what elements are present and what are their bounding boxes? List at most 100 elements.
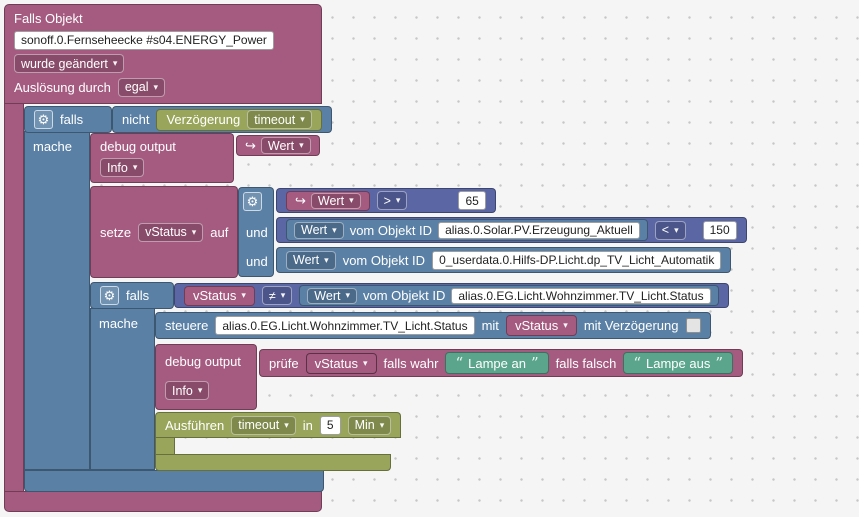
logic-not-block[interactable]: nicht Verzögerung timeout ▾ bbox=[112, 106, 332, 133]
trigger-value-dropdown[interactable]: Wert ▾ bbox=[260, 137, 311, 154]
attribute-dropdown[interactable]: Wert ▾ bbox=[286, 250, 336, 270]
variable-name: vStatus bbox=[314, 355, 358, 371]
unit-value: Min bbox=[354, 418, 375, 432]
number-field[interactable]: 5 bbox=[319, 415, 341, 435]
falls-falsch-label: falls falsch bbox=[555, 355, 617, 371]
outer-if-falls-label: falls bbox=[60, 112, 84, 127]
falls-wahr-label: falls wahr bbox=[383, 355, 439, 371]
set-variable-name: vStatus bbox=[145, 225, 187, 239]
and-label: und bbox=[246, 254, 268, 269]
pruefe-label: prüfe bbox=[269, 355, 299, 371]
outer-if-bottom[interactable] bbox=[24, 470, 324, 492]
mutator-gear-icon[interactable]: ⚙ bbox=[243, 192, 262, 211]
trigger-condition-dropdown[interactable]: egal ▾ bbox=[117, 77, 166, 97]
operator-dropdown[interactable]: > ▾ bbox=[376, 191, 408, 210]
dropdown-arrow-icon: ▾ bbox=[280, 290, 286, 300]
trigger-block-spine[interactable] bbox=[4, 103, 24, 492]
dropdown-arrow-icon: ▾ bbox=[241, 290, 246, 300]
dropdown-arrow-icon: ▾ bbox=[284, 419, 289, 430]
object-id-field[interactable]: alias.0.Solar.PV.Erzeugung_Aktuell bbox=[438, 221, 640, 239]
dropdown-arrow-icon: ▾ bbox=[299, 140, 304, 150]
trigger-value-arrow-icon: ↪ bbox=[295, 192, 306, 208]
trigger-value-dropdown[interactable]: Wert ▾ bbox=[310, 192, 361, 209]
dropdown-arrow-icon: ▾ bbox=[363, 357, 368, 368]
object-id-field[interactable]: 0_userdata.0.Hilfs-DP.Licht.dp_TV_Licht_… bbox=[432, 250, 722, 270]
trigger-block-header[interactable]: Falls Objekt sonoff.0.Fernseheecke #s04.… bbox=[4, 4, 322, 104]
variable-name: vStatus bbox=[193, 288, 237, 303]
logic-and-block[interactable]: ⚙ und und bbox=[238, 187, 274, 277]
inner-if-falls-label: falls bbox=[126, 288, 150, 303]
log-level-dropdown[interactable]: Info ▾ bbox=[165, 381, 210, 400]
attribute-value: Wert bbox=[301, 223, 328, 237]
operator-value: > bbox=[383, 193, 391, 208]
object-value-getter-block[interactable]: Wert ▾ vom Objekt ID 0_userdata.0.Hilfs-… bbox=[276, 247, 732, 273]
delay-timer-dropdown[interactable]: timeout ▾ bbox=[247, 110, 312, 129]
attribute-dropdown[interactable]: Wert ▾ bbox=[307, 287, 357, 304]
text-value[interactable]: Lampe an bbox=[468, 355, 526, 371]
outer-if-mache-label: mache bbox=[33, 139, 73, 154]
trigger-object-id-field[interactable]: sonoff.0.Fernseheecke #s04.ENERGY_Power bbox=[14, 30, 274, 50]
debug-output-block-2[interactable]: debug output Info ▾ bbox=[155, 344, 257, 410]
dropdown-arrow-icon: ▾ bbox=[395, 195, 401, 205]
mutator-gear-icon[interactable]: ⚙ bbox=[34, 110, 53, 129]
mit-label: mit bbox=[481, 318, 499, 333]
dropdown-arrow-icon: ▾ bbox=[349, 195, 354, 205]
and-label: und bbox=[246, 225, 268, 240]
set-variable-block[interactable]: setze vStatus ▾ auf bbox=[90, 186, 238, 278]
compare-block-1[interactable]: ↪ Wert ▾ > ▾ 65 bbox=[276, 188, 496, 213]
object-id-field[interactable]: alias.0.EG.Licht.Wohnzimmer.TV_Licht.Sta… bbox=[451, 287, 711, 304]
object-value-getter-block[interactable]: Wert ▾ vom Objekt ID alias.0.EG.Licht.Wo… bbox=[299, 285, 719, 306]
compare-block-2[interactable]: Wert ▾ vom Objekt ID alias.0.Solar.PV.Er… bbox=[276, 217, 747, 243]
inner-if-header[interactable]: ⚙ falls bbox=[90, 282, 174, 309]
delay-exists-block[interactable]: Verzögerung timeout ▾ bbox=[156, 108, 322, 131]
timeout-exec-header[interactable]: Ausführen timeout ▾ in 5 Min ▾ bbox=[155, 412, 402, 438]
timeout-block-bottom[interactable] bbox=[155, 454, 391, 471]
log-level-value: Info bbox=[172, 383, 193, 398]
trigger-condition-value: egal bbox=[124, 80, 149, 95]
inner-if-spine[interactable]: mache bbox=[90, 308, 155, 470]
variable-get-block[interactable]: vStatus ▾ bbox=[184, 285, 255, 306]
operator-dropdown[interactable]: ≠ ▾ bbox=[261, 286, 293, 305]
operator-value: ≠ bbox=[268, 288, 276, 303]
dropdown-arrow-icon: ▾ bbox=[674, 224, 679, 235]
attribute-value: Wert bbox=[314, 288, 341, 303]
compare-block-3[interactable]: vStatus ▾ ≠ ▾ Wert ▾ vom Objekt ID alias… bbox=[174, 283, 729, 308]
variable-get-block[interactable]: vStatus ▾ bbox=[505, 315, 577, 336]
object-value-getter-block[interactable]: Wert ▾ vom Objekt ID alias.0.Solar.PV.Er… bbox=[286, 219, 648, 241]
outer-if-spine[interactable]: mache bbox=[24, 131, 90, 470]
trigger-value-arrow-icon: ↪ bbox=[245, 137, 256, 153]
outer-if-header[interactable]: ⚙ falls bbox=[24, 106, 112, 133]
attribute-dropdown[interactable]: Wert ▾ bbox=[294, 221, 344, 239]
ternary-block[interactable]: prüfe vStatus ▾ falls wahr “ Lampe an ” … bbox=[259, 349, 743, 377]
debug-output-block-1[interactable]: debug output Info ▾ bbox=[90, 133, 234, 183]
timeout-name-value: timeout bbox=[238, 418, 280, 432]
trigger-value-block[interactable]: ↪ Wert ▾ bbox=[236, 135, 320, 156]
trigger-change-type-dropdown[interactable]: wurde geändert ▾ bbox=[14, 54, 125, 74]
variable-get-block[interactable]: vStatus ▾ bbox=[305, 352, 377, 374]
number-field[interactable]: 150 bbox=[702, 220, 737, 240]
inner-if-mache-label: mache bbox=[99, 316, 139, 331]
log-level-value: Info bbox=[107, 160, 128, 175]
text-block[interactable]: “ Lampe an ” bbox=[445, 352, 549, 374]
trigger-block-bottom[interactable] bbox=[4, 491, 322, 512]
operator-dropdown[interactable]: < ▾ bbox=[654, 220, 686, 240]
set-variable-dropdown[interactable]: vStatus ▾ bbox=[138, 222, 204, 242]
timeout-name-dropdown[interactable]: timeout ▾ bbox=[231, 415, 296, 435]
steuere-label: steuere bbox=[165, 318, 209, 333]
debug-output-label: debug output bbox=[165, 354, 241, 369]
unit-dropdown[interactable]: Min ▾ bbox=[347, 415, 392, 435]
number-field[interactable]: 65 bbox=[458, 191, 486, 210]
timeout-block-spine[interactable] bbox=[155, 437, 175, 455]
object-id-field[interactable]: alias.0.EG.Licht.Wohnzimmer.TV_Licht.Sta… bbox=[215, 316, 475, 335]
not-label: nicht bbox=[122, 112, 150, 127]
mutator-gear-icon[interactable]: ⚙ bbox=[100, 286, 119, 305]
control-state-block[interactable]: steuere alias.0.EG.Licht.Wohnzimmer.TV_L… bbox=[155, 312, 711, 339]
delay-checkbox[interactable] bbox=[685, 318, 701, 333]
text-block[interactable]: “ Lampe aus ” bbox=[623, 352, 733, 374]
trigger-value-block[interactable]: ↪ Wert ▾ bbox=[286, 190, 370, 211]
log-level-dropdown[interactable]: Info ▾ bbox=[100, 158, 145, 177]
dropdown-arrow-icon: ▾ bbox=[132, 162, 138, 172]
text-value[interactable]: Lampe aus bbox=[646, 355, 711, 371]
variable-name: vStatus bbox=[514, 318, 559, 333]
